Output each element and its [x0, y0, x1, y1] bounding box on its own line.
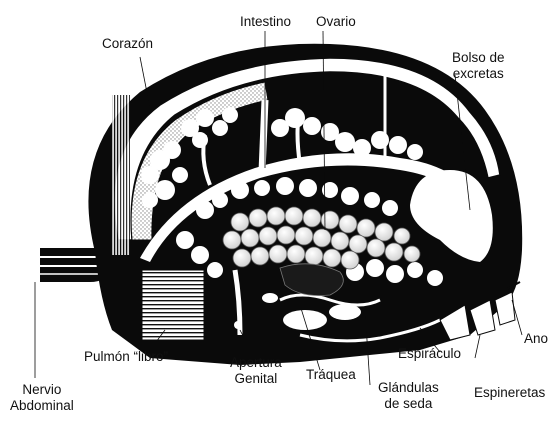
- muscle-strip: [112, 95, 130, 255]
- label-intestino: Intestino: [240, 14, 291, 30]
- label-apertura-genital: Apertura Genital: [230, 355, 282, 387]
- label-ano: Ano: [524, 331, 548, 347]
- label-apertura-line2: Genital: [230, 371, 282, 387]
- label-bolso-excretas: Bolso de excretas: [452, 50, 505, 82]
- label-nervio-line1: Nervio: [10, 382, 74, 398]
- label-apertura-line1: Apertura: [230, 355, 282, 371]
- label-glandulas-line1: Glándulas: [378, 380, 439, 396]
- label-pulmon-libro: Pulmón “libro”: [84, 349, 168, 365]
- label-glandulas-seda: Glándulas de seda: [378, 380, 439, 412]
- label-ovario: Ovario: [316, 14, 356, 30]
- label-traquea: Tráquea: [306, 367, 356, 383]
- label-bolso-line2: excretas: [452, 66, 505, 82]
- label-espineretas: Espineretas: [474, 385, 545, 401]
- label-nervio-line2: Abdominal: [10, 398, 74, 414]
- label-corazon: Corazón: [102, 36, 153, 52]
- book-lung: [142, 270, 204, 340]
- label-bolso-line1: Bolso de: [452, 50, 505, 66]
- label-glandulas-line2: de seda: [378, 396, 439, 412]
- label-espiraculo: Espiráculo: [398, 346, 461, 362]
- label-nervio-abdominal: Nervio Abdominal: [10, 382, 74, 414]
